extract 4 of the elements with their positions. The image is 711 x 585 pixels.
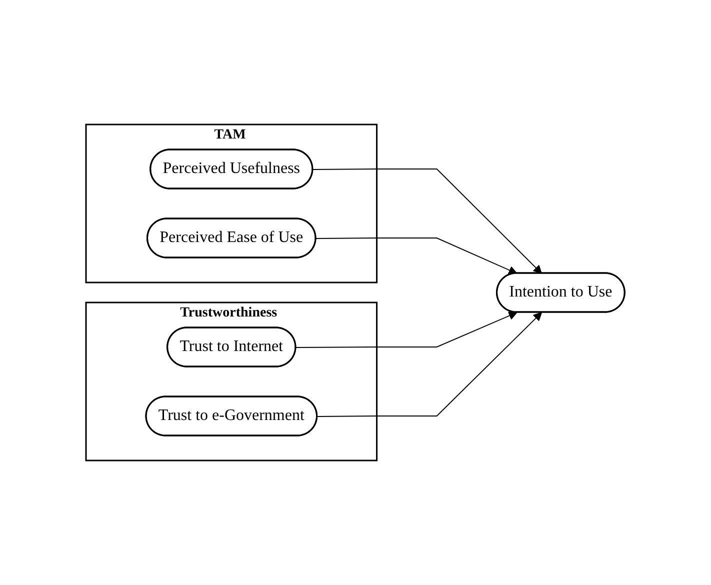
arrow <box>316 312 542 417</box>
arrow <box>316 238 518 274</box>
arrow <box>312 168 542 274</box>
arrow <box>296 312 518 348</box>
